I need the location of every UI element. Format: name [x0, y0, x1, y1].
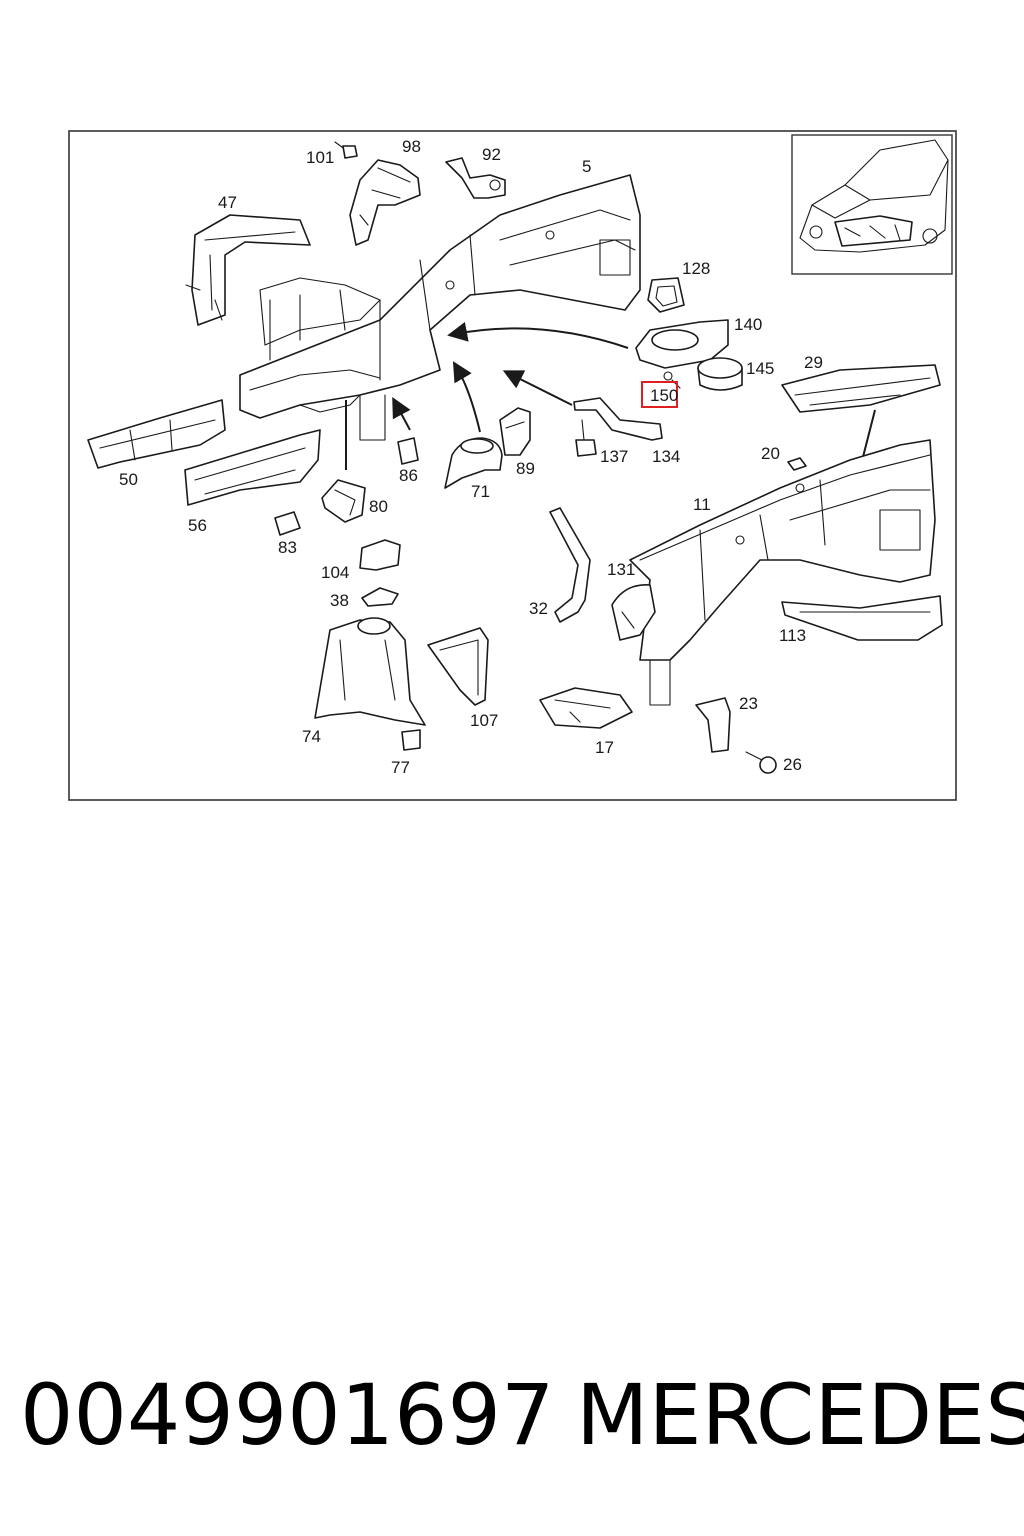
part-128-grommet [647, 277, 685, 313]
label-86: 86 [399, 466, 418, 485]
label-131: 131 [607, 560, 635, 579]
part-38-bracket [361, 587, 399, 607]
part-104-bracket [359, 539, 401, 571]
label-128: 128 [682, 259, 710, 278]
label-32: 32 [529, 599, 548, 618]
part-56-rail [184, 429, 321, 506]
label-98: 98 [402, 137, 421, 156]
part-20-clip [787, 457, 807, 471]
part-113-rail [781, 595, 943, 641]
label-71: 71 [471, 482, 490, 501]
part-number: 0049901697 [20, 1366, 555, 1464]
diagram-frame [68, 130, 957, 801]
label-29: 29 [804, 353, 823, 372]
label-77: 77 [391, 758, 410, 777]
part-47-front-panel [185, 214, 311, 326]
part-137-bolt [575, 419, 597, 457]
part-23-bracket [695, 697, 731, 753]
part-131-wheel-arch [611, 584, 656, 641]
label-107: 107 [470, 711, 498, 730]
label-50: 50 [119, 470, 138, 489]
part-98-bracket [349, 159, 421, 246]
part-86-bracket [397, 437, 419, 465]
part-26-bolt [745, 751, 777, 774]
label-104: 104 [321, 563, 349, 582]
label-23: 23 [739, 694, 758, 713]
part-71-mount [444, 437, 503, 489]
label-26: 26 [783, 755, 802, 774]
label-38: 38 [330, 591, 349, 610]
label-83: 83 [278, 538, 297, 557]
part-29-cowl-member [781, 364, 941, 413]
part-11-right-longitudinal-member [629, 439, 936, 706]
label-56: 56 [188, 516, 207, 535]
label-101: 101 [306, 148, 334, 167]
part-77-bracket [401, 729, 421, 751]
part-74-wheelhouse [314, 617, 426, 726]
part-32-strut [549, 507, 591, 623]
part-107-bracket [427, 627, 489, 706]
part-5-left-longitudinal-member [239, 174, 641, 441]
part-89-bracket [499, 407, 531, 456]
label-92: 92 [482, 145, 501, 164]
label-5: 5 [582, 157, 591, 176]
label-80: 80 [369, 497, 388, 516]
brand-name: MERCEDES [576, 1366, 1024, 1464]
part-83-bracket [274, 511, 301, 536]
vehicle-thumbnail [791, 134, 953, 275]
label-150: 150 [650, 386, 678, 405]
label-20: 20 [761, 444, 780, 463]
label-74: 74 [302, 727, 321, 746]
label-134: 134 [652, 447, 680, 466]
label-137: 137 [600, 447, 628, 466]
part-92-bracket [445, 157, 506, 199]
part-50-rail [87, 399, 226, 469]
highlight-box-150 [641, 381, 678, 408]
label-17: 17 [595, 738, 614, 757]
label-89: 89 [516, 459, 535, 478]
part-17-bracket [539, 687, 633, 729]
part-145-ring [697, 357, 743, 391]
label-113: 113 [779, 626, 806, 645]
label-145: 145 [746, 359, 774, 378]
part-134-strap [573, 397, 663, 441]
label-140: 140 [734, 315, 762, 334]
part-140-spring-tower [635, 319, 729, 369]
label-47: 47 [218, 193, 237, 212]
label-11: 11 [693, 495, 711, 514]
part-101-bolt [334, 141, 358, 159]
part-80-bracket [321, 479, 366, 523]
